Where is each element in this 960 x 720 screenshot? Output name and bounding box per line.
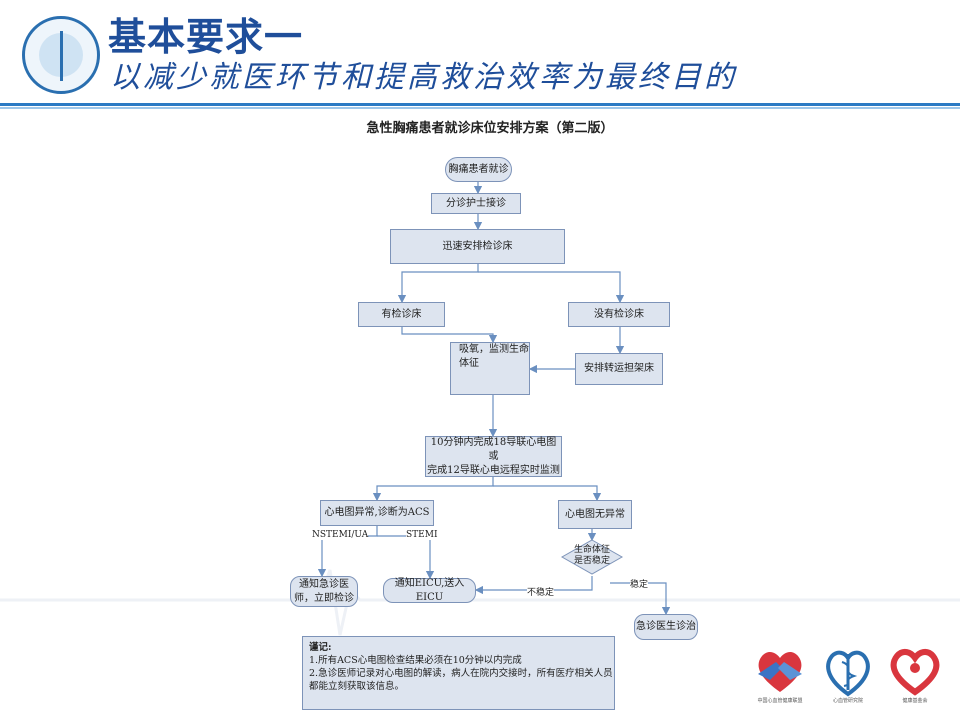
slide-subtitle: 以减少就医环节和提高救治效率为最终目的 [110, 60, 737, 95]
note-box: 谨记: 1.所有ACS心电图检查结果必须在10分钟以内完成 2.急诊医师记录对心… [302, 636, 615, 710]
logo2-caption: 心血管研究院 [832, 698, 863, 704]
edge-label-nstemi: NSTEMI/UA [312, 530, 369, 540]
header-divider [0, 103, 960, 106]
node-oxygen-line1: 吸氧，监测生命 [459, 344, 529, 355]
caduceus-heart-logo [826, 650, 870, 697]
header-divider-light [0, 107, 960, 109]
node-no-bed: 没有检诊床 [568, 302, 670, 327]
node-ecg-normal: 心电图无异常 [558, 500, 632, 529]
node-oxygen: 吸氧，监测生命 体征 [450, 342, 530, 395]
node-has-bed: 有检诊床 [358, 302, 445, 327]
node-vital-line2: 是否稳定 [573, 556, 610, 566]
node-arrange-bed: 迅速安排检诊床 [390, 229, 565, 264]
node-ecg-abnormal: 心电图异常,诊断为ACS [320, 500, 434, 526]
node-triage: 分诊护士接诊 [431, 193, 521, 214]
note-line3: 都能立刻获取该信息。 [309, 681, 405, 692]
slide-header: 基本要求一 以减少就医环节和提高救治效率为最终目的 [0, 0, 960, 109]
heart-hands-logo [758, 651, 802, 692]
edge-label-unstable: 不稳定 [527, 585, 555, 598]
note-line1: 1.所有ACS心电图检查结果必须在10分钟以内完成 [309, 655, 522, 666]
node-er-doctor: 急诊医生诊治 [634, 614, 698, 640]
node-vital-line1: 生命体征 [573, 545, 610, 555]
edge-label-stable: 稳定 [630, 577, 649, 590]
node-stretcher: 安排转运担架床 [575, 353, 663, 385]
node-notify-er-line1: 通知急诊医 [299, 578, 349, 590]
red-heart-logo [890, 648, 940, 696]
decision-diamond [560, 539, 624, 575]
chest-pain-center-logo [22, 16, 100, 94]
node-notify-eicu: 通知EICU,送入EICU [383, 578, 476, 603]
node-notify-er-line2: 师，立即检诊 [294, 592, 354, 604]
node-vital-signs: 生命体征 是否稳定 [562, 545, 622, 567]
note-heading: 谨记: [309, 642, 332, 653]
node-ecg-line1: 10分钟内完成18导联心电图或 [430, 436, 557, 462]
node-notify-er: 通知急诊医 师，立即检诊 [290, 576, 358, 607]
note-line2: 2.急诊医师记录对心电图的解读，病人在院内交接时，所有医疗相关人员 [309, 668, 613, 679]
caduceus-icon [60, 31, 63, 81]
node-ecg: 10分钟内完成18导联心电图或 完成12导联心电远程实时监测 [425, 436, 562, 477]
flowchart-title: 急性胸痛患者就诊床位安排方案（第二版） [366, 121, 614, 136]
slide-title: 基本要求一 [108, 15, 304, 59]
node-oxygen-line2: 体征 [459, 358, 479, 369]
node-ecg-line2: 完成12导联心电远程实时监测 [427, 464, 560, 476]
node-start: 胸痛患者就诊 [445, 157, 512, 182]
logo1-caption: 中国心血管健康联盟 [757, 698, 803, 704]
logo3-caption: 健康基金会 [902, 698, 928, 704]
edge-label-stemi: STEMI [406, 530, 438, 540]
